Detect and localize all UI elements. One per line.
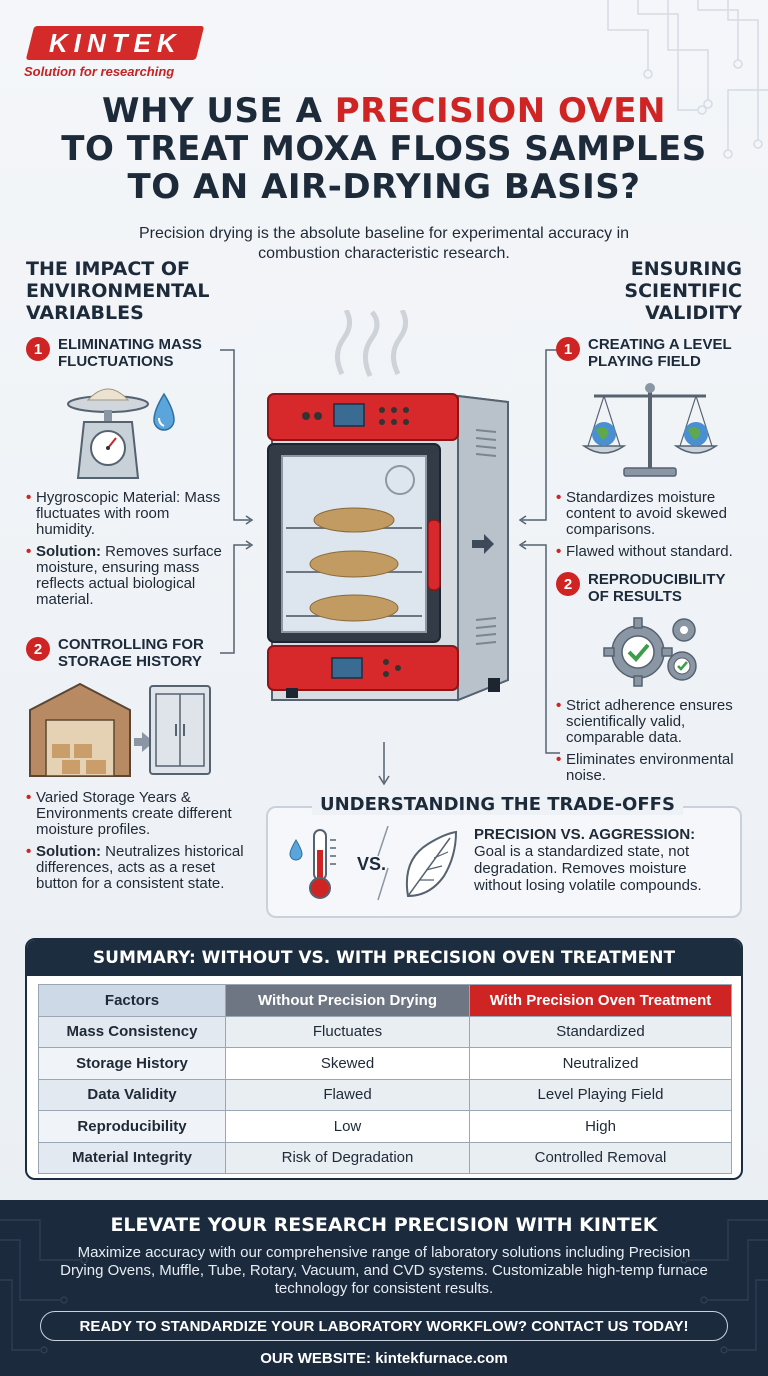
number-badge: 1 [26, 337, 50, 361]
summary-title: SUMMARY: WITHOUT VS. WITH PRECISION OVEN… [27, 940, 741, 976]
right-heading-line1: ENSURING [630, 258, 742, 280]
bullet: Hygroscopic Material: Mass fluctuates wi… [26, 490, 226, 538]
bullet: Standardizes moisture content to avoid s… [556, 490, 752, 538]
right-connector-lines [518, 349, 560, 754]
website-label: OUR WEBSITE: [260, 1350, 376, 1367]
tradeoff-icons [289, 826, 458, 901]
bullet: Solution: Removes surface moisture, ensu… [26, 544, 226, 608]
left-heading-line2: ENVIRONMENTAL [26, 280, 210, 302]
right-section-heading: ENSURING SCIENTIFIC VALIDITY [624, 258, 742, 324]
logo-text: KINTEK [48, 27, 182, 58]
table-cell: Controlled Removal [469, 1141, 732, 1174]
table-cell: Mass Consistency [38, 1015, 226, 1048]
tradeoff-body: Goal is a standardized state, not degrad… [474, 843, 702, 894]
logo-tagline: Solution for researching [24, 64, 175, 79]
right-item-2-bullets: Strict adherence ensures scientifically … [556, 698, 752, 790]
table-cell: Skewed [225, 1047, 470, 1080]
table-row: Storage History Skewed Neutralized [38, 1047, 732, 1080]
table-row: Mass Consistency Fluctuates Standardized [38, 1015, 732, 1048]
website-link[interactable]: kintekfurnace.com [375, 1350, 508, 1367]
table-cell: Material Integrity [38, 1141, 226, 1174]
footer-circuit-left [0, 1219, 88, 1354]
left-connector-lines [220, 349, 254, 654]
bullet: Varied Storage Years & Environments crea… [26, 790, 246, 838]
down-arrow-icon [378, 742, 390, 786]
tradeoff-title: UNDERSTANDING THE TRADE-OFFS [312, 794, 683, 815]
website-line: OUR WEBSITE: kintekfurnace.com [0, 1350, 768, 1367]
footer-circuit-right [680, 1219, 768, 1354]
footer: ELEVATE YOUR RESEARCH PRECISION WITH KIN… [0, 1200, 768, 1376]
header-factors: Factors [38, 984, 226, 1017]
bullet: Eliminates environmental noise. [556, 752, 752, 784]
table-cell: Flawed [225, 1078, 470, 1111]
left-heading-line3: VARIABLES [26, 302, 144, 324]
title-accent: PRECISION OVEN [334, 91, 666, 131]
table-cell: Risk of Degradation [225, 1141, 470, 1174]
number-badge: 2 [556, 572, 580, 596]
table-cell: Low [225, 1110, 470, 1143]
page-title: WHY USE A PRECISION OVEN TO TREAT MOXA F… [0, 92, 768, 206]
left-item-2-bullets: Varied Storage Years & Environments crea… [26, 790, 246, 898]
header-without: Without Precision Drying [225, 984, 470, 1017]
table-row: Reproducibility Low High [38, 1110, 732, 1143]
left-heading-line1: THE IMPACT OF [26, 258, 190, 280]
table-cell: High [469, 1110, 732, 1143]
right-item-1-bullets: Standardizes moisture content to avoid s… [556, 490, 752, 566]
header-with: With Precision Oven Treatment [469, 984, 732, 1017]
right-heading-line3: VALIDITY [645, 302, 742, 324]
summary-table-card: SUMMARY: WITHOUT VS. WITH PRECISION OVEN… [25, 938, 743, 1180]
tradeoff-text: PRECISION VS. AGGRESSION: Goal is a stan… [474, 826, 736, 894]
right-heading-line2: SCIENTIFIC [624, 280, 742, 302]
scale-icon [67, 388, 175, 479]
vs-label: VS. [357, 854, 387, 874]
table-cell: Storage History [38, 1047, 226, 1080]
footer-text: Maximize accuracy with our comprehensive… [60, 1244, 708, 1297]
thermometer-icon [289, 829, 336, 899]
table-cell: Neutralized [469, 1047, 732, 1080]
table-cell: Data Validity [38, 1078, 226, 1111]
logo-box: KINTEK [25, 26, 205, 60]
number-badge: 1 [556, 337, 580, 361]
title-line3: TO AN AIR-DRYING BASIS? [127, 167, 641, 207]
table-row: Data Validity Flawed Level Playing Field [38, 1078, 732, 1111]
table-cell: Fluctuates [225, 1015, 470, 1048]
bullet: Solution: Neutralizes historical differe… [26, 844, 246, 892]
table-row: Material Integrity Risk of Degradation C… [38, 1141, 732, 1174]
kintek-logo: KINTEK Solution for researching [24, 26, 205, 79]
warehouse-icon [29, 682, 211, 777]
table-cell: Level Playing Field [469, 1078, 732, 1111]
leaf-icon [406, 830, 458, 898]
page-subtitle: Precision drying is the absolute baselin… [138, 225, 630, 262]
table-cell: Standardized [469, 1015, 732, 1048]
title-line2: TO TREAT MOXA FLOSS SAMPLES [61, 129, 707, 169]
summary-table: Factors Without Precision Drying With Pr… [38, 984, 732, 1174]
balance-scale-icon [581, 383, 719, 477]
footer-title: ELEVATE YOUR RESEARCH PRECISION WITH KIN… [110, 1214, 658, 1236]
contact-cta-button[interactable]: READY TO STANDARDIZE YOUR LABORATORY WOR… [40, 1311, 728, 1341]
number-badge: 2 [26, 637, 50, 661]
left-item-1-bullets: Hygroscopic Material: Mass fluctuates wi… [26, 490, 226, 614]
oven-illustration [267, 310, 509, 702]
table-cell: Reproducibility [38, 1110, 226, 1143]
bullet: Strict adherence ensures scientifically … [556, 698, 752, 746]
gears-check-icon [603, 617, 697, 687]
circuit-decoration [607, 0, 768, 159]
title-line1-pre: WHY USE A [102, 91, 335, 131]
bullet: Flawed without standard. [556, 544, 752, 561]
tradeoff-heading: PRECISION VS. AGGRESSION: [474, 826, 696, 843]
table-header-row: Factors Without Precision Drying With Pr… [38, 984, 732, 1017]
left-section-heading: THE IMPACT OF ENVIRONMENTAL VARIABLES [26, 258, 209, 324]
